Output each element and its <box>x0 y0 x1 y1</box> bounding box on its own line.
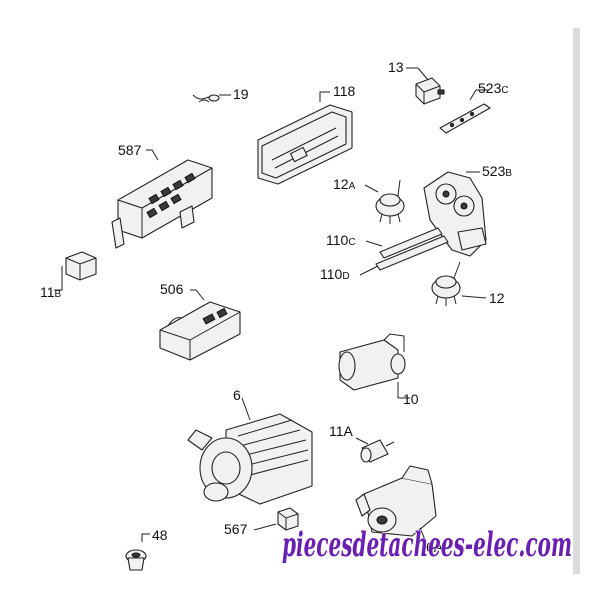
leader-6 <box>241 397 251 421</box>
part-13[interactable]: 13 <box>388 59 445 105</box>
label-110c: 110C <box>326 232 356 248</box>
label-6: 6 <box>233 387 241 403</box>
part-118[interactable]: 118 <box>257 83 356 185</box>
label-6a: 6A <box>426 539 444 555</box>
leader-11a <box>355 437 369 445</box>
leader-118 <box>319 91 330 102</box>
label-567: 567 <box>224 521 248 537</box>
label-48: 48 <box>152 527 168 543</box>
label-118: 118 <box>333 83 356 99</box>
part-110c[interactable]: 110C <box>326 227 443 259</box>
part-11a[interactable]: 11A <box>329 423 395 463</box>
label-13: 13 <box>388 59 404 75</box>
label-110d: 110D <box>320 266 350 282</box>
leader-523c <box>469 89 477 101</box>
label-12: 12 <box>489 290 505 306</box>
leader-110c <box>365 240 383 247</box>
leader-6a <box>419 527 427 543</box>
part-567[interactable]: 567 <box>224 507 299 537</box>
part-12[interactable]: 12 <box>431 261 505 306</box>
part-110d[interactable]: 110D <box>320 235 449 282</box>
part-587[interactable]: 587 <box>111 142 213 249</box>
label-523b: 523B <box>482 163 512 179</box>
leader-506 <box>190 289 205 301</box>
watermark-text: piecesdetachees-elec.com <box>282 525 572 565</box>
part-10[interactable]: 10 <box>338 333 419 407</box>
leader-48 <box>141 533 150 542</box>
leader-12 <box>461 295 487 299</box>
leader-110d <box>359 265 379 276</box>
part-19[interactable]: 19 <box>192 86 249 103</box>
part-523c[interactable]: 523C <box>439 80 509 134</box>
leader-587 <box>146 149 159 161</box>
label-11b: 11B <box>40 284 62 300</box>
label-11a: 11A <box>329 423 354 439</box>
part-11b[interactable]: 11B <box>40 251 97 300</box>
label-10: 10 <box>403 391 419 407</box>
part-48[interactable]: 48 <box>125 527 168 571</box>
label-523c: 523C <box>478 80 509 96</box>
part-6a[interactable]: 6A <box>355 465 444 555</box>
label-12a: 12A <box>333 176 356 192</box>
label-506: 506 <box>160 281 184 297</box>
part-12a[interactable]: 12A <box>333 176 405 224</box>
label-19: 19 <box>233 86 249 102</box>
leader-567 <box>253 523 277 531</box>
frame-border <box>573 28 580 574</box>
leader-12a <box>364 184 379 193</box>
part-506[interactable]: 506 <box>159 281 241 361</box>
leader-11b <box>54 266 63 291</box>
label-587: 587 <box>118 142 142 158</box>
part-523b[interactable]: 523B <box>423 163 512 257</box>
part-6[interactable]: 6 <box>187 387 313 505</box>
